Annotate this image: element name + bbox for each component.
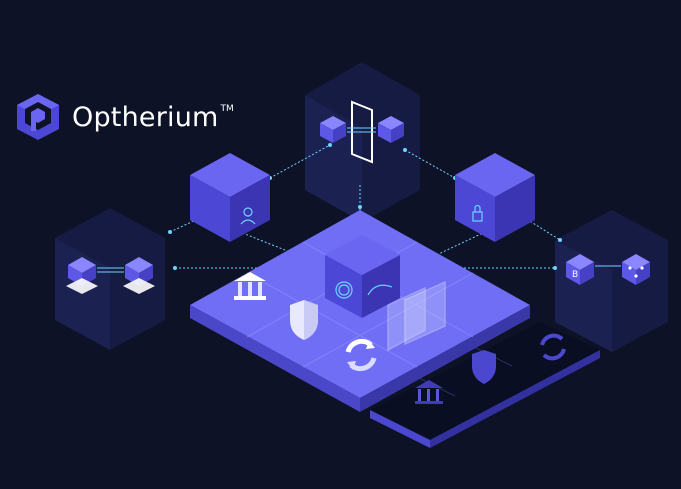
right-node: B — [566, 254, 650, 285]
lock-icon — [472, 204, 483, 222]
brand-lockup: Optherium TM — [14, 92, 242, 142]
connector-line — [269, 144, 331, 179]
tablet-icon — [351, 100, 373, 164]
connector-line — [169, 217, 201, 233]
glass-panels-icon — [387, 280, 446, 352]
shield-icon — [290, 300, 318, 340]
bank-icon — [234, 272, 266, 300]
network-icon — [628, 266, 644, 278]
cube-lock — [455, 153, 535, 242]
center-blockchain-cube — [325, 235, 400, 318]
trademark-mark: TM — [220, 104, 234, 114]
shield-icon — [472, 350, 496, 384]
person-icon — [240, 207, 256, 225]
cube-person — [190, 153, 270, 242]
connector-line — [234, 229, 306, 259]
top-node — [320, 100, 404, 164]
sync-arrows-icon — [540, 333, 566, 361]
brand-name: Optherium — [72, 101, 219, 133]
hexagon-p-logo-icon — [17, 94, 59, 140]
sync-arrows-icon — [345, 338, 377, 372]
bank-icon — [415, 380, 443, 404]
bitcoin-icon: B — [572, 270, 578, 280]
fingerprint-icon — [335, 281, 353, 299]
connector-line — [404, 149, 456, 179]
connector-dots — [168, 143, 562, 270]
left-node — [66, 257, 155, 294]
network-icon — [367, 284, 393, 296]
